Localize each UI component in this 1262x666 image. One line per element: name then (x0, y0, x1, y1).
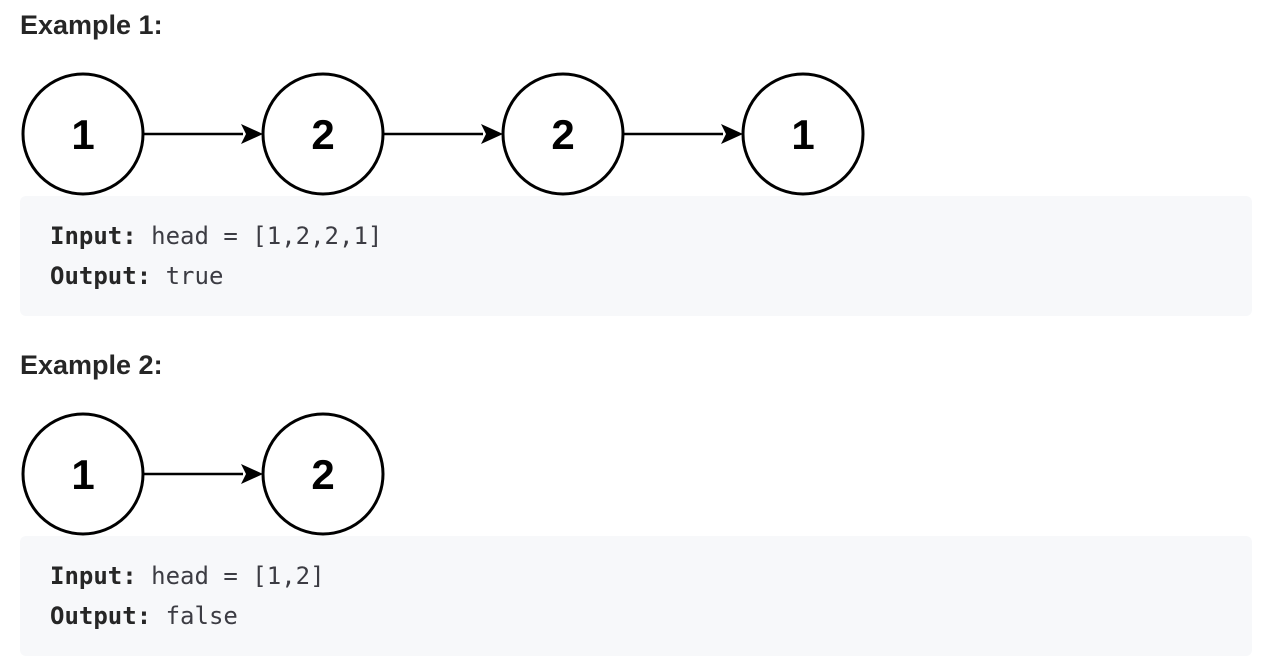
list-node-value: 1 (791, 111, 814, 158)
input-value: head = [1,2,2,1] (136, 222, 383, 250)
input-value: head = [1,2] (136, 562, 325, 590)
arrow-head-icon (481, 124, 503, 144)
arrow-head-icon (721, 124, 743, 144)
output-label: Output: (50, 262, 152, 290)
list-node (261, 72, 385, 196)
linked-list-diagram-1: 1 2 2 1 (21, 72, 865, 196)
example-1-output-line: Output: true (50, 256, 1252, 296)
example-2-input-line: Input: head = [1,2] (50, 556, 1252, 596)
example-2-title: Example 2: (20, 350, 163, 380)
arrow-head-icon (241, 124, 263, 144)
list-node-value: 2 (311, 111, 334, 158)
arrow-head-icon (241, 464, 263, 484)
example-1-input-line: Input: head = [1,2,2,1] (50, 216, 1252, 256)
example-2-code-block: Input: head = [1,2] Output: false (20, 536, 1252, 656)
list-node (261, 412, 385, 536)
example-1-code-block: Input: head = [1,2,2,1] Output: true (20, 196, 1252, 316)
list-node-value: 1 (71, 111, 94, 158)
output-value: true (151, 262, 224, 290)
output-value: false (151, 602, 238, 630)
list-node (21, 72, 145, 196)
list-node (501, 72, 625, 196)
list-node-value: 2 (311, 451, 334, 498)
input-label: Input: (50, 562, 137, 590)
example-2-output-line: Output: false (50, 596, 1252, 636)
list-node-value: 2 (551, 111, 574, 158)
output-label: Output: (50, 602, 152, 630)
list-node (741, 72, 865, 196)
input-label: Input: (50, 222, 137, 250)
list-node-value: 1 (71, 451, 94, 498)
list-node (21, 412, 145, 536)
example-1-title: Example 1: (20, 10, 163, 40)
